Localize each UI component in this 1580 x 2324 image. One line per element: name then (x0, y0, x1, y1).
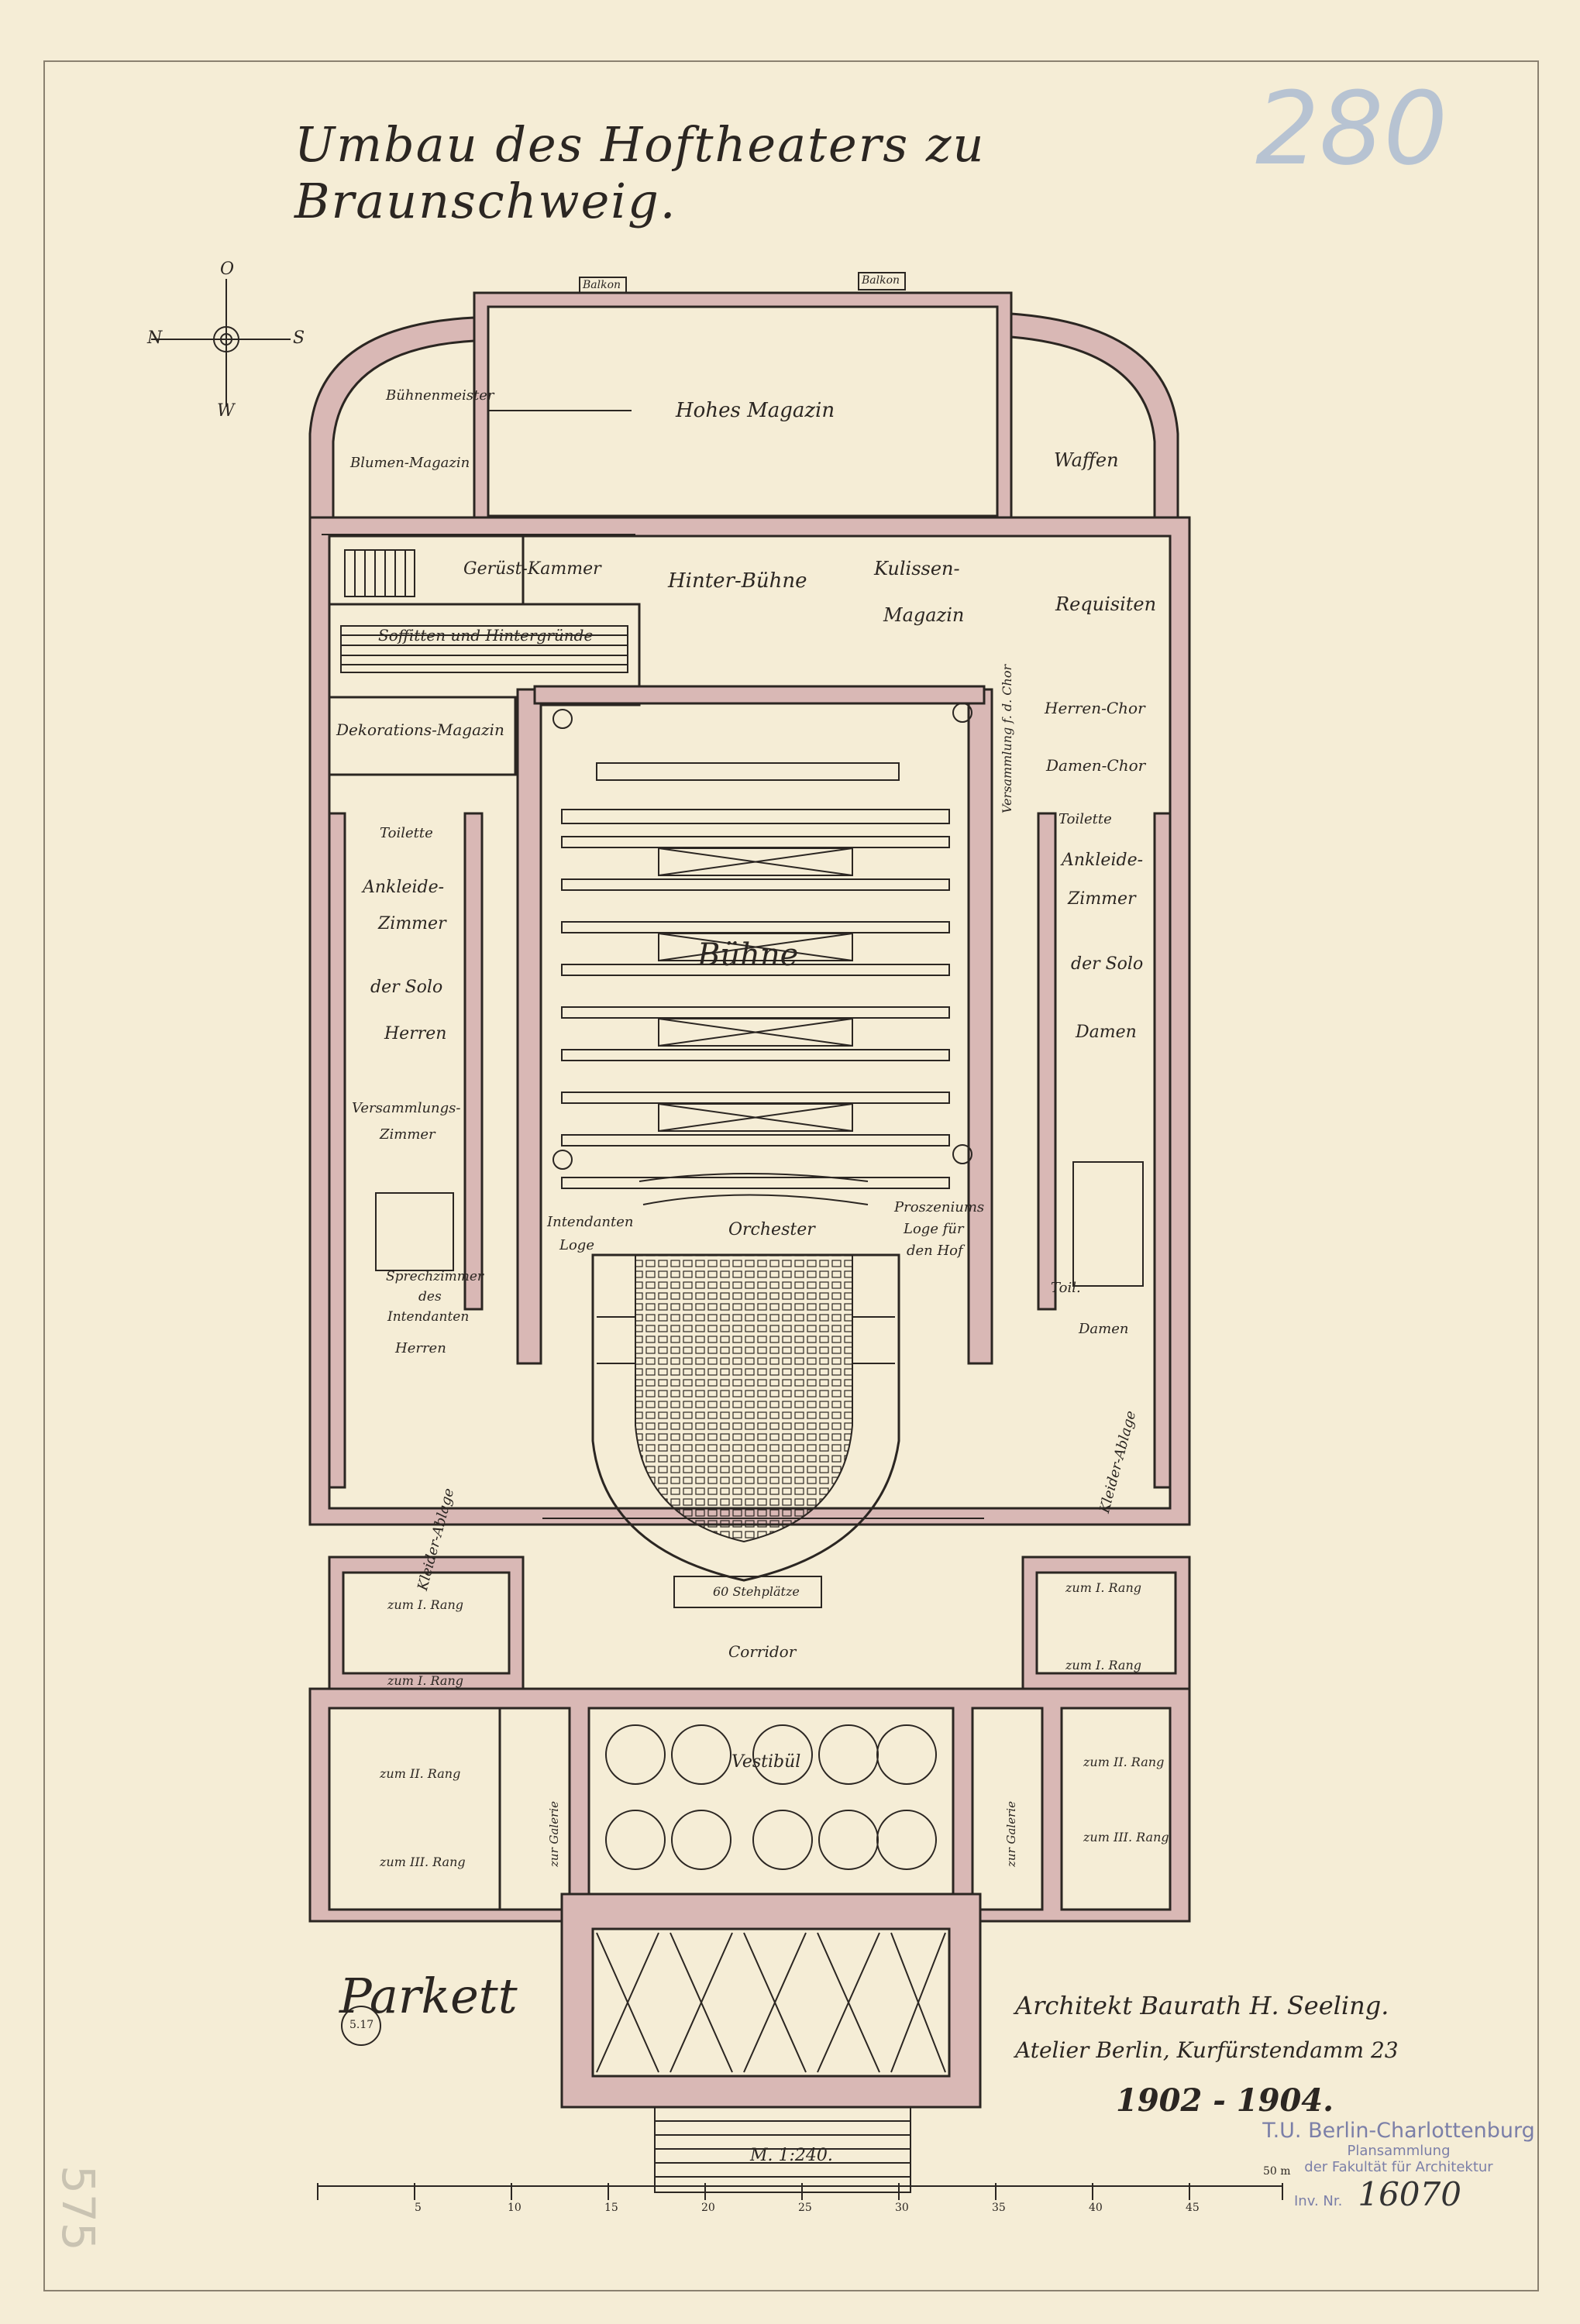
sheet-mark-circle (341, 2006, 381, 2046)
label-rang-5: zum II. Rang (380, 1766, 461, 1781)
label-rang-7: zum II. Rang (1083, 1755, 1165, 1769)
label-vestibuel: Vestibül (731, 1752, 801, 1772)
label-orchester: Orchester (728, 1220, 815, 1239)
label-ankleide-left-1: Ankleide- (363, 878, 445, 897)
scale-tick: 45 (1186, 2202, 1200, 2214)
stamp-line1: T.U. Berlin-Charlottenburg (1262, 2119, 1535, 2143)
label-solo-right-2: Damen (1076, 1023, 1137, 1042)
stamp-line2: Plansammlung (1347, 2143, 1451, 2159)
label-rang-3: zum I. Rang (1065, 1580, 1141, 1595)
scale-bar (317, 2183, 1283, 2200)
label-sprechzimmer-2: des (418, 1289, 442, 1305)
stamp-inv-label: Inv. Nr. (1294, 2193, 1343, 2209)
label-intendanten-loge-2: Loge (559, 1237, 594, 1253)
label-proszenium-2: Loge für (904, 1221, 964, 1237)
label-herren-chor: Herren-Chor (1045, 699, 1145, 717)
label-sprechzimmer-1: Sprechzimmer (386, 1269, 484, 1284)
scale-tick: 5 (415, 2202, 422, 2214)
label-proszenium-3: den Hof (907, 1243, 963, 1259)
scale-tick: 20 (701, 2202, 715, 2214)
label-ankleide-right-2: Zimmer (1068, 889, 1136, 909)
label-toilette-right: Toilette (1058, 811, 1112, 827)
sheet-frame (43, 60, 1539, 2291)
scale-tick: 30 (895, 2202, 909, 2214)
label-geruest-kammer: Gerüst-Kammer (463, 559, 601, 579)
label-solo-left-2: Herren (384, 1024, 447, 1043)
pencil-number: 280 (1255, 70, 1448, 187)
label-buehnenmeister: Bühnenmeister (386, 387, 494, 404)
label-hinter-buehne: Hinter-Bühne (668, 569, 807, 593)
label-galerie-right: zur Galerie (1004, 1801, 1018, 1867)
label-solo-left-1: der Solo (370, 978, 443, 997)
label-balkon-right: Balkon (862, 274, 900, 287)
label-kulissen-1: Kulissen- (874, 558, 960, 579)
label-versammlungs-1: Versammlungs- (352, 1100, 461, 1116)
stamp-inv-number: 16070 (1358, 2175, 1461, 2213)
label-corridor: Corridor (728, 1642, 797, 1661)
label-hohes-magazin: Hohes Magazin (676, 399, 835, 422)
label-galerie-left: zur Galerie (547, 1801, 561, 1867)
scale-tick: 50 m (1263, 2165, 1291, 2178)
label-proszenium-1: Proszeniums (894, 1199, 985, 1215)
label-waffen: Waffen (1054, 449, 1119, 471)
label-damen-chor: Damen-Chor (1046, 756, 1146, 775)
sheet-mark: 5.17 (349, 2019, 374, 2031)
label-rang-2: zum I. Rang (387, 1673, 463, 1688)
compass-rose (151, 279, 291, 407)
label-kulissen-2: Magazin (883, 604, 965, 626)
label-damen: Damen (1079, 1321, 1129, 1337)
label-balkon-left: Balkon (583, 279, 621, 291)
floor-label: Parkett (339, 1968, 518, 2024)
compass-north: N (147, 328, 163, 348)
label-rang-1: zum I. Rang (387, 1597, 463, 1612)
atelier-address: Atelier Berlin, Kurfürstendamm 23 (1015, 2037, 1399, 2063)
scale-tick: 10 (508, 2202, 522, 2214)
margin-number: 575 (52, 2165, 105, 2251)
architect-credit: Architekt Baurath H. Seeling. (1015, 1991, 1389, 2020)
stamp-inventory: Inv. Nr. 16070 (1255, 2175, 1542, 2213)
label-blumen-magazin: Blumen-Magazin (350, 455, 470, 471)
label-toil: Toil. (1051, 1280, 1081, 1296)
years: 1902 - 1904. (1116, 2082, 1334, 2119)
label-stehplaetze: 60 Stehplätze (713, 1584, 800, 1599)
compass-west: W (217, 401, 235, 421)
label-intendanten-loge-1: Intendanten (547, 1214, 634, 1230)
archive-stamp: T.U. Berlin-Charlottenburg Plansammlung … (1255, 2119, 1542, 2213)
drawing-title: Umbau des Hoftheaters zu Braunschweig. (294, 116, 986, 229)
label-ankleide-right-1: Ankleide- (1062, 851, 1144, 870)
compass-east: O (220, 260, 235, 279)
label-requisiten: Requisiten (1055, 593, 1157, 615)
scale-tick: 35 (992, 2202, 1006, 2214)
label-rang-6: zum III. Rang (380, 1855, 466, 1869)
label-dekorations-magazin: Dekorations-Magazin (336, 720, 504, 739)
label-rang-4: zum I. Rang (1065, 1658, 1141, 1673)
scale-label: M. 1:240. (750, 2146, 833, 2165)
label-versammlung-chor: Versammlung f. d. Chor (1000, 664, 1014, 813)
label-herren: Herren (395, 1340, 446, 1356)
label-soffitten: Soffitten und Hintergründe (378, 626, 594, 645)
label-toilette-left: Toilette (380, 825, 433, 841)
label-buehne: Bühne (697, 937, 799, 973)
label-solo-right-1: der Solo (1071, 954, 1144, 974)
label-rang-8: zum III. Rang (1083, 1830, 1169, 1844)
label-sprechzimmer-3: Intendanten (387, 1309, 470, 1325)
scale-tick: 40 (1089, 2202, 1103, 2214)
scale-tick: 25 (798, 2202, 812, 2214)
label-versammlungs-2: Zimmer (380, 1126, 435, 1143)
scale-tick: 15 (604, 2202, 618, 2214)
label-ankleide-left-2: Zimmer (378, 914, 446, 933)
stamp-line3: der Fakultät für Architektur (1304, 2159, 1493, 2175)
compass-south: S (293, 328, 305, 348)
